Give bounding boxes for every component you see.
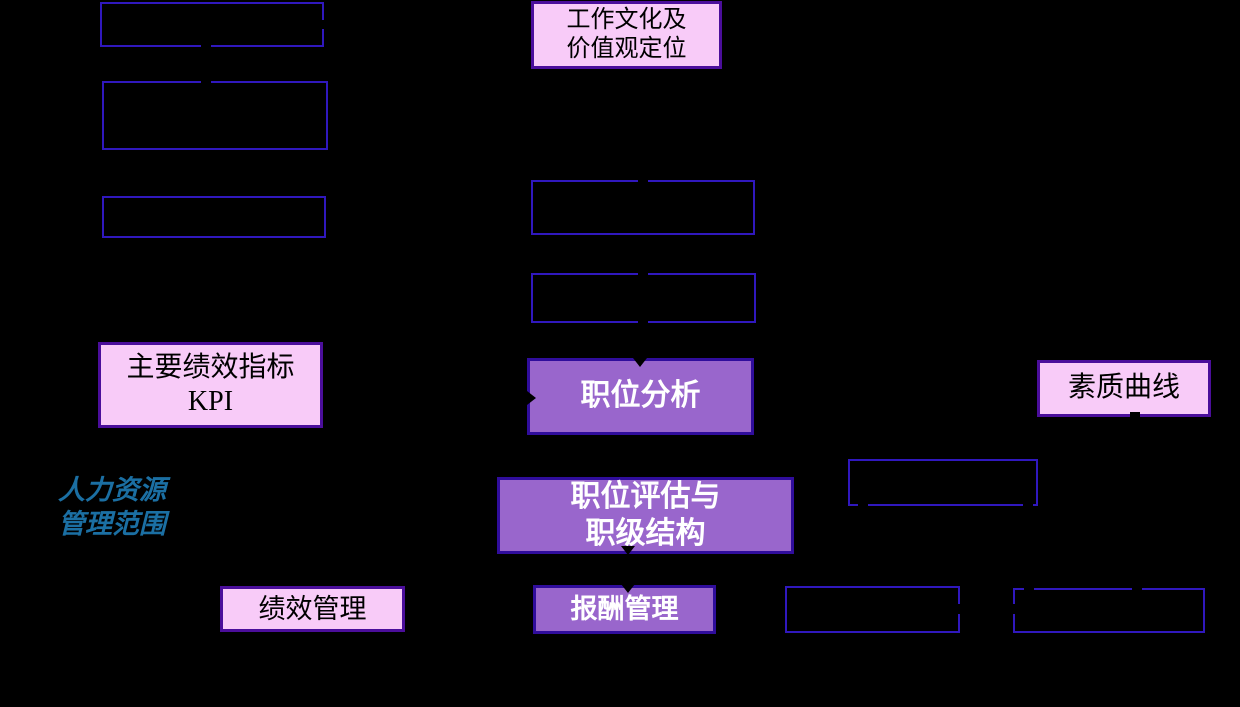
connector-mark bbox=[1024, 587, 1034, 591]
node-label: 报酬管理 bbox=[570, 594, 679, 625]
connector-mark bbox=[1012, 604, 1018, 614]
node-job-analysis: 职位分析 bbox=[527, 358, 754, 435]
node-performance-mgmt: 绩效管理 bbox=[220, 586, 405, 632]
connector-mark bbox=[638, 319, 648, 324]
connector-mark bbox=[201, 43, 211, 48]
hr-scope-label: 人力资源 管理范围 bbox=[58, 475, 166, 539]
empty-box-mid-2 bbox=[531, 273, 756, 323]
empty-box-top-left-3 bbox=[102, 196, 326, 238]
node-label: 职位评估与 职级结构 bbox=[570, 479, 721, 550]
connector-mark bbox=[1023, 502, 1033, 506]
node-kpi: 主要绩效指标 KPI bbox=[98, 342, 323, 428]
connector-mark bbox=[1132, 587, 1142, 591]
node-label: 绩效管理 bbox=[258, 593, 367, 624]
node-label: 职位分析 bbox=[580, 379, 701, 413]
empty-box-right-mid bbox=[848, 459, 1038, 506]
arrowhead-left-icon bbox=[405, 601, 414, 615]
connector-mark bbox=[858, 502, 868, 506]
node-label: 主要绩效指标 KPI bbox=[126, 351, 295, 417]
node-job-evaluation: 职位评估与 职级结构 bbox=[497, 477, 794, 554]
empty-box-bottom-right-2 bbox=[1013, 588, 1205, 633]
node-quality-curve: 素质曲线 bbox=[1037, 360, 1211, 417]
connector-mark bbox=[955, 604, 961, 614]
empty-box-bottom-right-1 bbox=[785, 586, 960, 633]
node-label: 工作文化及 价值观定位 bbox=[566, 6, 687, 62]
arrowhead-down-icon bbox=[633, 358, 647, 367]
empty-box-mid-1 bbox=[531, 180, 755, 235]
node-label: 素质曲线 bbox=[1067, 372, 1180, 404]
connector-mark bbox=[201, 80, 211, 84]
arrowhead-down-icon bbox=[621, 584, 635, 593]
connector-mark bbox=[320, 20, 325, 29]
empty-box-top-left-2 bbox=[102, 81, 328, 150]
empty-box-top-left-1 bbox=[100, 2, 324, 47]
connector-mark bbox=[638, 272, 648, 276]
connector-mark bbox=[638, 179, 648, 183]
connector-mark bbox=[1130, 412, 1140, 417]
arrowhead-down-icon bbox=[621, 546, 635, 555]
node-work-culture: 工作文化及 价值观定位 bbox=[531, 1, 722, 69]
arrowhead-right-icon bbox=[527, 391, 536, 405]
